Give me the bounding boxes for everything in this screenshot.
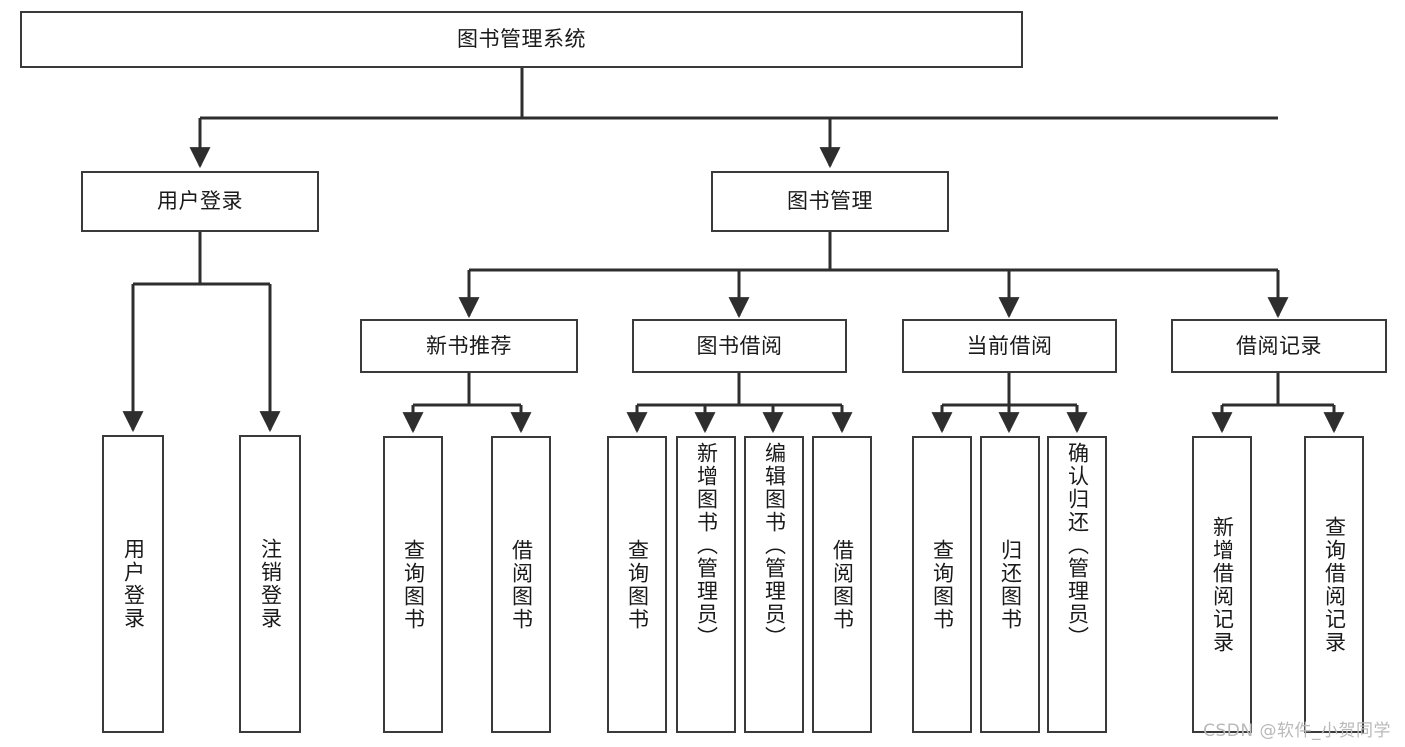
node-leaf-return-book[interactable]: 归还图书 xyxy=(980,436,1040,733)
node-leaf-query-book-current[interactable]: 查询图书 xyxy=(912,436,972,733)
node-label-leaf-add-borrow-record: 新增借阅记录 xyxy=(1210,515,1235,654)
node-book-manage[interactable]: 图书管理 xyxy=(711,171,949,232)
node-leaf-edit-book[interactable]: 编辑图书（管理员） xyxy=(744,436,804,733)
node-label-book-borrow: 图书借阅 xyxy=(696,333,783,358)
node-label-leaf-query-book-rec: 查询图书 xyxy=(401,538,426,631)
node-leaf-borrow-book-borrow[interactable]: 借阅图书 xyxy=(812,436,872,733)
node-root-system[interactable]: 图书管理系统 xyxy=(20,11,1023,68)
node-label-leaf-query-book-current: 查询图书 xyxy=(930,538,955,631)
node-leaf-query-borrow-record[interactable]: 查询借阅记录 xyxy=(1304,436,1364,733)
node-label-leaf-confirm-return: 确认归还（管理员） xyxy=(1065,442,1090,649)
node-label-leaf-user-login: 用户登录 xyxy=(121,538,146,630)
watermark-text: CSDN @软件_小贺同学 xyxy=(1203,721,1391,741)
node-label-borrow-record: 借阅记录 xyxy=(1236,333,1322,358)
node-new-book-recommend[interactable]: 新书推荐 xyxy=(360,319,578,373)
node-label-leaf-edit-book: 编辑图书（管理员） xyxy=(762,442,787,649)
node-label-leaf-logout: 注销登录 xyxy=(258,538,283,630)
node-label-root: 图书管理系统 xyxy=(457,27,586,52)
node-borrow-record[interactable]: 借阅记录 xyxy=(1171,319,1387,373)
node-leaf-add-borrow-record[interactable]: 新增借阅记录 xyxy=(1192,436,1252,733)
node-leaf-user-login[interactable]: 用户登录 xyxy=(102,435,164,733)
node-label-leaf-query-book-borrow: 查询图书 xyxy=(625,538,650,631)
node-label-book-manage: 图书管理 xyxy=(787,189,873,214)
node-label-leaf-query-borrow-record: 查询借阅记录 xyxy=(1322,515,1347,654)
node-leaf-query-book-rec[interactable]: 查询图书 xyxy=(383,436,443,733)
node-label-leaf-borrow-book-borrow: 借阅图书 xyxy=(830,538,855,631)
node-label-leaf-return-book: 归还图书 xyxy=(998,538,1023,631)
node-label-leaf-borrow-book-rec: 借阅图书 xyxy=(509,538,534,631)
node-user-login[interactable]: 用户登录 xyxy=(81,171,319,232)
node-leaf-query-book-borrow[interactable]: 查询图书 xyxy=(607,436,667,733)
node-leaf-borrow-book-rec[interactable]: 借阅图书 xyxy=(491,436,551,733)
node-leaf-add-book[interactable]: 新增图书（管理员） xyxy=(676,436,736,733)
node-leaf-logout[interactable]: 注销登录 xyxy=(239,435,301,733)
node-label-new-book-recommend: 新书推荐 xyxy=(426,333,512,358)
node-label-current-borrow: 当前借阅 xyxy=(966,333,1053,358)
node-current-borrow[interactable]: 当前借阅 xyxy=(902,319,1117,373)
node-label-leaf-add-book: 新增图书（管理员） xyxy=(694,442,719,649)
node-book-borrow[interactable]: 图书借阅 xyxy=(632,319,847,373)
node-leaf-confirm-return[interactable]: 确认归还（管理员） xyxy=(1047,436,1107,733)
node-label-user-login: 用户登录 xyxy=(157,189,243,214)
